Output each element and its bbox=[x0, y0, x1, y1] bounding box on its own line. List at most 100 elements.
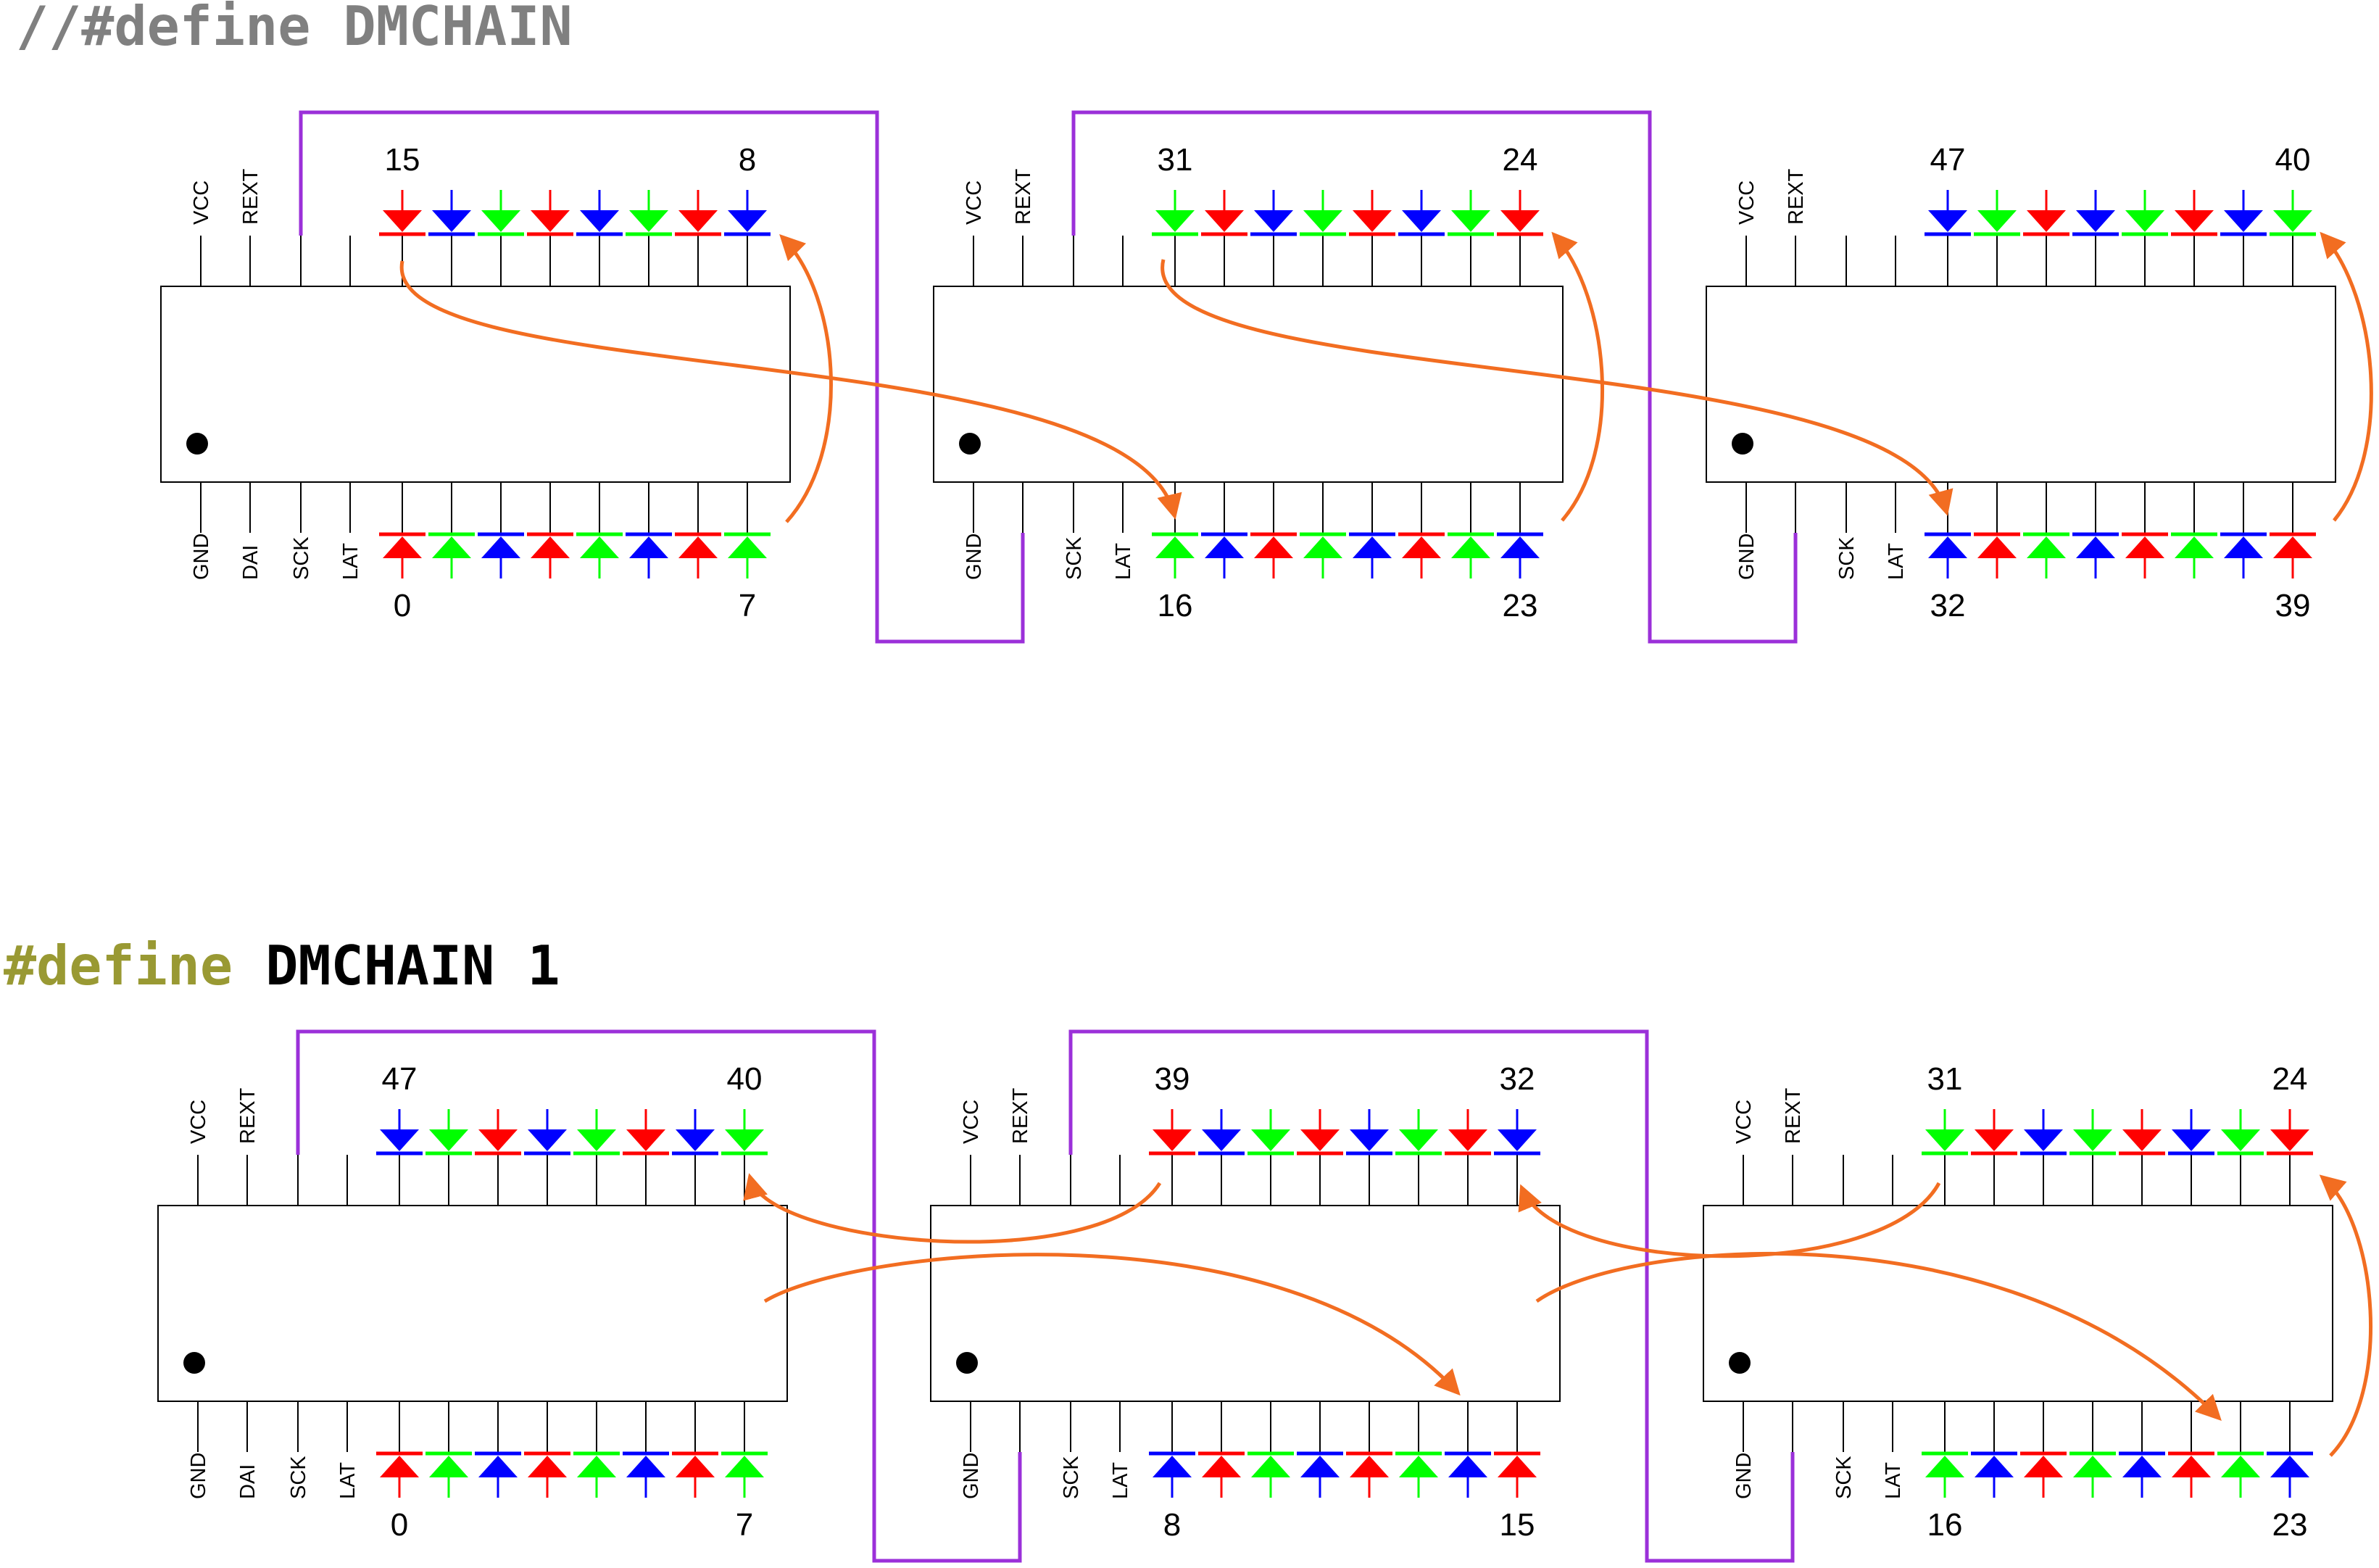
wires-layer bbox=[296, 110, 2373, 1563]
pin-label-rext: REXT bbox=[1782, 1087, 1805, 1144]
led-top-0 bbox=[376, 1109, 423, 1156]
led-number-top-right: 32 bbox=[1500, 1061, 1535, 1097]
led-top-5 bbox=[1398, 190, 1445, 236]
pin-label-rext: REXT bbox=[1785, 168, 1808, 225]
led-number-bottom-right: 7 bbox=[736, 1507, 753, 1543]
led-bottom-0 bbox=[1922, 1451, 1968, 1498]
led-top-1 bbox=[1198, 1109, 1245, 1156]
led-bottom-2 bbox=[2020, 1451, 2067, 1498]
led-number-top-right: 8 bbox=[739, 142, 756, 178]
led-number-bottom-left: 16 bbox=[1927, 1507, 1963, 1543]
led-top-3 bbox=[2069, 1109, 2116, 1156]
led-top-6 bbox=[675, 190, 721, 236]
led-bottom-6 bbox=[672, 1451, 718, 1498]
led-number-bottom-right: 7 bbox=[739, 588, 756, 623]
led-number-bottom-left: 32 bbox=[1930, 588, 1966, 623]
chip-body bbox=[1706, 286, 2336, 483]
led-number-top-right: 40 bbox=[727, 1061, 763, 1097]
led-top-2 bbox=[1247, 1109, 1294, 1156]
led-bottom-6 bbox=[675, 532, 721, 578]
led-top-0 bbox=[379, 190, 425, 236]
pin-label-vcc: VCC bbox=[187, 1100, 210, 1144]
led-top-2 bbox=[2023, 190, 2069, 236]
led-top-5 bbox=[626, 190, 672, 236]
led-bottom-1 bbox=[1974, 532, 2020, 578]
led-number-top-left: 31 bbox=[1158, 142, 1193, 178]
led-bottom-7 bbox=[1497, 532, 1543, 578]
led-bottom-5 bbox=[2171, 532, 2217, 578]
pin-label-sck: SCK bbox=[1060, 1456, 1083, 1499]
led-bottom-2 bbox=[1247, 1451, 1294, 1498]
led-top-2 bbox=[1250, 190, 1297, 236]
led-top-6 bbox=[672, 1109, 718, 1156]
led-top-5 bbox=[623, 1109, 669, 1156]
led-top-0 bbox=[1925, 190, 1971, 236]
led-bottom-3 bbox=[2072, 532, 2119, 578]
led-bottom-7 bbox=[721, 1451, 768, 1498]
section-2-arrow-8-to-16 bbox=[1535, 1251, 2222, 1421]
led-bottom-1 bbox=[1971, 1451, 2017, 1498]
led-number-top-right: 24 bbox=[1503, 142, 1538, 178]
pin-label-gnd: GND bbox=[187, 1453, 210, 1499]
pin-label-vcc: VCC bbox=[1735, 181, 1759, 225]
led-bottom-4 bbox=[573, 1451, 620, 1498]
led-bottom-2 bbox=[475, 1451, 521, 1498]
section-2-macro: DMCHAIN 1 bbox=[233, 934, 560, 997]
pin-label-lat: LAT bbox=[1882, 1462, 1905, 1499]
section-1-power-wire-2 bbox=[1071, 110, 1798, 644]
led-top-6 bbox=[2220, 190, 2267, 236]
led-bottom-3 bbox=[1300, 532, 1346, 578]
pin-label-lat: LAT bbox=[339, 543, 362, 580]
section-2-power-wire-1 bbox=[296, 1029, 1022, 1563]
pin-label-rext: REXT bbox=[1009, 1087, 1032, 1144]
led-top-4 bbox=[573, 1109, 620, 1156]
pin-label-rext: REXT bbox=[239, 168, 262, 225]
led-top-4 bbox=[2122, 190, 2168, 236]
led-bottom-4 bbox=[2122, 532, 2168, 578]
led-top-3 bbox=[524, 1109, 570, 1156]
pin-label-dai: DAI bbox=[236, 1464, 260, 1499]
section-1-arrow-chip3-up bbox=[2320, 231, 2373, 522]
led-number-top-right: 24 bbox=[2272, 1061, 2308, 1097]
led-bottom-1 bbox=[425, 1451, 472, 1498]
pin-label-vcc: VCC bbox=[963, 181, 986, 225]
led-top-4 bbox=[1346, 1109, 1392, 1156]
led-bottom-4 bbox=[1349, 532, 1395, 578]
led-top-1 bbox=[428, 190, 475, 236]
pin-label-gnd: GND bbox=[1735, 534, 1759, 580]
led-top-1 bbox=[425, 1109, 472, 1156]
led-top-3 bbox=[1297, 1109, 1343, 1156]
led-bottom-7 bbox=[2267, 1451, 2313, 1498]
led-bottom-1 bbox=[1201, 532, 1247, 578]
pin-label-sck: SCK bbox=[1832, 1456, 1856, 1499]
led-bottom-5 bbox=[623, 1451, 669, 1498]
led-top-3 bbox=[1300, 190, 1346, 236]
pin-label-gnd: GND bbox=[960, 1453, 983, 1499]
led-bottom-3 bbox=[524, 1451, 570, 1498]
pin1-dot bbox=[1729, 1352, 1751, 1374]
led-top-2 bbox=[475, 1109, 521, 1156]
chip-body bbox=[933, 286, 1564, 483]
led-bottom-6 bbox=[2217, 1451, 2264, 1498]
led-top-7 bbox=[721, 1109, 768, 1156]
led-top-5 bbox=[2171, 190, 2217, 236]
led-top-1 bbox=[1201, 190, 1247, 236]
pin1-dot bbox=[1732, 433, 1753, 455]
led-bottom-0 bbox=[1152, 532, 1198, 578]
section-1-title: //#define DMCHAIN bbox=[16, 0, 573, 58]
led-number-bottom-left: 0 bbox=[394, 588, 411, 623]
led-top-1 bbox=[1971, 1109, 2017, 1156]
led-number-bottom-left: 16 bbox=[1158, 588, 1193, 623]
chip-body bbox=[930, 1205, 1561, 1402]
section-2-arrow-24-to-32 bbox=[1518, 1182, 1941, 1258]
pin1-dot bbox=[959, 433, 981, 455]
section-2-arrow-32-to-40 bbox=[743, 1173, 1162, 1244]
led-top-7 bbox=[1494, 1109, 1540, 1156]
led-bottom-7 bbox=[1494, 1451, 1540, 1498]
pin-label-rext: REXT bbox=[1012, 168, 1035, 225]
